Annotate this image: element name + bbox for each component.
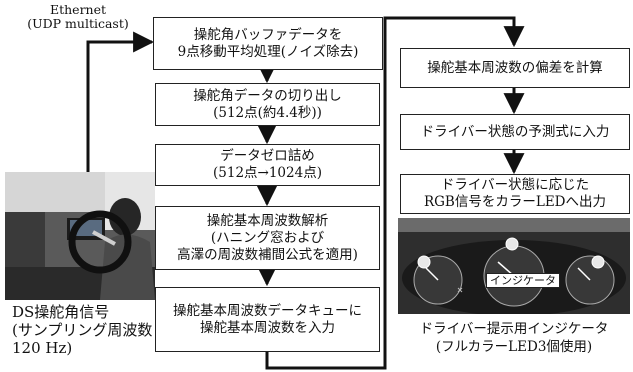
network-label-line1: Ethernet <box>49 2 107 17</box>
step-rgb-output: ドライバー状態に応じた RGB信号をカラーLEDへ出力 <box>400 174 630 214</box>
step-line: ドライバー状態の予測式に入力 <box>420 123 610 140</box>
step-zero-padding: データゼロ詰め (512点→1024点) <box>155 144 380 186</box>
step-line: (512点(約4.4秒)) <box>213 104 322 121</box>
step-frequency-deviation: 操舵基本周波数の偏差を計算 <box>400 48 630 88</box>
network-label: Ethernet (UDP multicast) <box>18 3 138 31</box>
step-line: (ハニング窓および <box>210 229 325 246</box>
step-moving-average: 操舵角バッファデータを 9点移動平均処理(ノイズ除去) <box>153 17 383 70</box>
step-extract-data: 操舵角データの切り出し (512点(約4.4秒)) <box>155 83 380 126</box>
led-center-icon <box>505 237 519 251</box>
step-frequency-queue: 操舵基本周波数データキューに 操舵基本周波数を入力 <box>155 287 380 352</box>
step-line: (512点→1024点) <box>213 165 322 181</box>
indicator-caption: ドライバー提示用インジケータ (フルカラーLED3個使用) <box>398 320 630 356</box>
step-line: 高澤の周波数補間公式を適用) <box>177 246 358 263</box>
caption-line: (フルカラーLED3個使用) <box>435 339 593 355</box>
step-line: RGB信号をカラーLEDへ出力 <box>423 194 606 210</box>
step-line: ドライバー状態に応じた <box>440 177 590 193</box>
step-line: 操舵基本周波数の偏差を計算 <box>427 59 603 76</box>
driver-illustration <box>5 172 155 300</box>
caption-line: 120 Hz) <box>12 339 73 357</box>
indicator-tag: インジケータ <box>486 273 560 288</box>
arrow-to-right-column <box>265 16 525 370</box>
step-line: データゼロ詰め <box>220 148 315 164</box>
indicator-photo: インジケータ <box>398 218 630 314</box>
caption-line: DS操舵角信号 <box>12 303 110 321</box>
source-signal-caption: DS操舵角信号 (サンプリング周波数 120 Hz) <box>12 303 152 357</box>
step-line: 操舵基本周波数データキューに <box>173 302 362 319</box>
led-right-icon <box>591 255 605 269</box>
step-frequency-analysis: 操舵基本周波数解析 (ハニング窓および 高澤の周波数補間公式を適用) <box>155 206 380 270</box>
step-line: 9点移動平均処理(ノイズ除去) <box>177 43 359 60</box>
step-line: 操舵角バッファデータを <box>193 26 343 43</box>
step-line: 操舵基本周波数解析 <box>206 212 329 229</box>
caption-line: (サンプリング周波数 <box>12 321 153 339</box>
step-line: 操舵基本周波数を入力 <box>200 319 335 336</box>
dashboard-illustration <box>398 218 630 314</box>
driving-simulator-photo <box>5 172 155 300</box>
caption-line: ドライバー提示用インジケータ <box>419 321 609 337</box>
step-line: 操舵角データの切り出し <box>193 87 342 104</box>
led-left-icon <box>417 255 431 269</box>
step-prediction-formula: ドライバー状態の予測式に入力 <box>400 114 630 150</box>
network-label-line2: (UDP multicast) <box>27 16 129 31</box>
arrow-input <box>86 31 155 172</box>
